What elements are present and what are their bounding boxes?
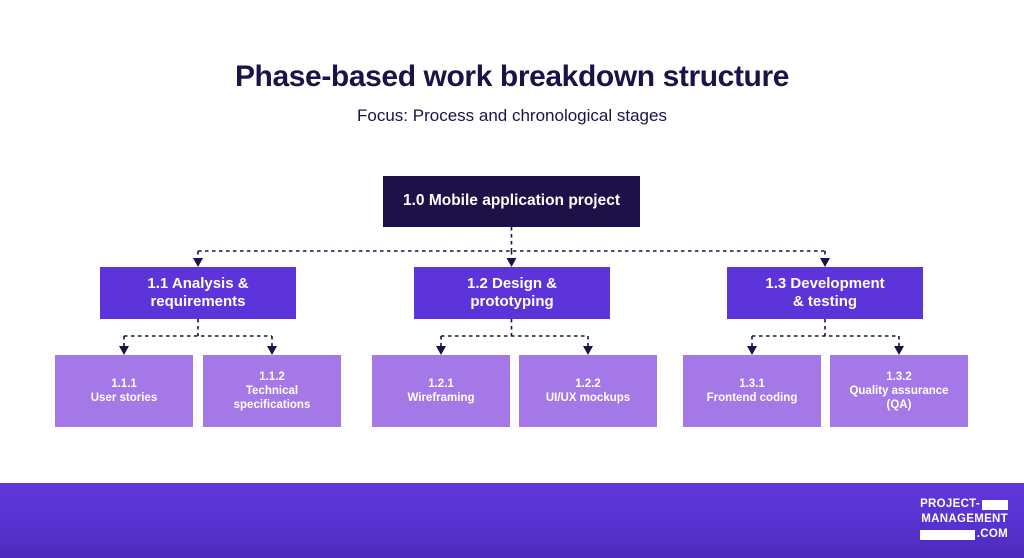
- brand-logo-row-2: MANAGEMENT: [920, 512, 1008, 527]
- wbs-node-1-2-1-label: 1.2.1 Wireframing: [408, 377, 475, 405]
- page-subtitle: Focus: Process and chronological stages: [357, 106, 667, 125]
- wbs-node-1-2-2[interactable]: 1.2.2 UI/UX mockups: [519, 355, 657, 427]
- wbs-node-1-1-2-label: 1.1.2 Technical specifications: [234, 370, 311, 412]
- wbs-node-1-3-2-label: 1.3.2 Quality assurance (QA): [849, 370, 948, 412]
- wbs-node-root[interactable]: 1.0 Mobile application project: [383, 176, 640, 227]
- brand-logo-line2: MANAGEMENT: [921, 512, 1008, 525]
- wbs-node-1-1[interactable]: 1.1 Analysis & requirements: [100, 267, 296, 319]
- wbs-node-1-3-2-code: 1.3.2: [886, 370, 912, 383]
- wbs-node-1-3-2-line2: (QA): [886, 399, 912, 411]
- wbs-node-1-2-1-line1: Wireframing: [407, 392, 475, 404]
- wbs-node-1-3-label: 1.3 Development & testing: [765, 275, 884, 312]
- wbs-node-1-3-2-line1: Quality assurance: [849, 384, 949, 397]
- wbs-node-1-3-1-label: 1.3.1 Frontend coding: [707, 377, 798, 405]
- wbs-node-1-2[interactable]: 1.2 Design & prototyping: [414, 267, 610, 319]
- wbs-node-1-2-label: 1.2 Design & prototyping: [467, 275, 557, 312]
- wbs-node-1-2-1-code: 1.2.1: [428, 377, 454, 390]
- wbs-node-1-3-1-code: 1.3.1: [739, 377, 765, 390]
- footer-bar: PROJECT- MANAGEMENT .COM: [0, 483, 1024, 558]
- brand-logo-block-icon-top: [982, 499, 1008, 510]
- wbs-node-1-3-line2: & testing: [792, 293, 858, 310]
- wbs-diagram: 1.0 Mobile application project 1.1 Analy…: [55, 176, 968, 427]
- brand-logo[interactable]: PROJECT- MANAGEMENT .COM: [919, 497, 1008, 542]
- wbs-node-1-1-1-line1: User stories: [90, 392, 158, 404]
- wbs-node-1-1-1-label: 1.1.1 User stories: [91, 377, 157, 405]
- wbs-node-1-2-line1: 1.2 Design &: [466, 274, 558, 292]
- brand-logo-row-1: PROJECT-: [920, 497, 1008, 512]
- brand-logo-line3: .COM: [976, 527, 1008, 540]
- wbs-node-1-3-1[interactable]: 1.3.1 Frontend coding: [683, 355, 821, 427]
- wbs-node-1-1-label: 1.1 Analysis & requirements: [147, 275, 248, 312]
- wbs-node-1-2-1[interactable]: 1.2.1 Wireframing: [372, 355, 510, 427]
- wbs-node-1-1-1[interactable]: 1.1.1 User stories: [55, 355, 193, 427]
- wbs-node-1-1-2-line1: Technical: [245, 384, 299, 397]
- wbs-node-1-1-1-code: 1.1.1: [111, 377, 137, 390]
- wbs-node-1-1-2-line2: specifications: [233, 399, 311, 411]
- wbs-node-1-1-line1: 1.1 Analysis &: [147, 274, 249, 292]
- page-header: Phase-based work breakdown structure Foc…: [0, 0, 1024, 126]
- wbs-node-1-3[interactable]: 1.3 Development & testing: [727, 267, 923, 319]
- wbs-node-1-2-line2: prototyping: [470, 293, 554, 310]
- brand-logo-block-icon-bottom: [919, 529, 975, 540]
- wbs-node-1-3-1-line1: Frontend coding: [706, 392, 798, 404]
- wbs-node-1-1-2[interactable]: 1.1.2 Technical specifications: [203, 355, 341, 427]
- wbs-node-1-1-line2: requirements: [150, 293, 246, 310]
- brand-logo-row-3: .COM: [919, 527, 1008, 542]
- wbs-node-1-1-2-code: 1.1.2: [259, 370, 285, 383]
- wbs-node-1-3-2[interactable]: 1.3.2 Quality assurance (QA): [830, 355, 968, 427]
- brand-logo-line1: PROJECT-: [920, 497, 980, 510]
- wbs-node-1-3-line1: 1.3 Development: [765, 274, 885, 292]
- wbs-node-1-2-2-line1: UI/UX mockups: [545, 392, 631, 404]
- page-title: Phase-based work breakdown structure: [234, 60, 790, 93]
- wbs-node-1-2-2-label: 1.2.2 UI/UX mockups: [546, 377, 630, 405]
- wbs-node-1-2-2-code: 1.2.2: [575, 377, 601, 390]
- wbs-node-root-label: 1.0 Mobile application project: [402, 192, 621, 210]
